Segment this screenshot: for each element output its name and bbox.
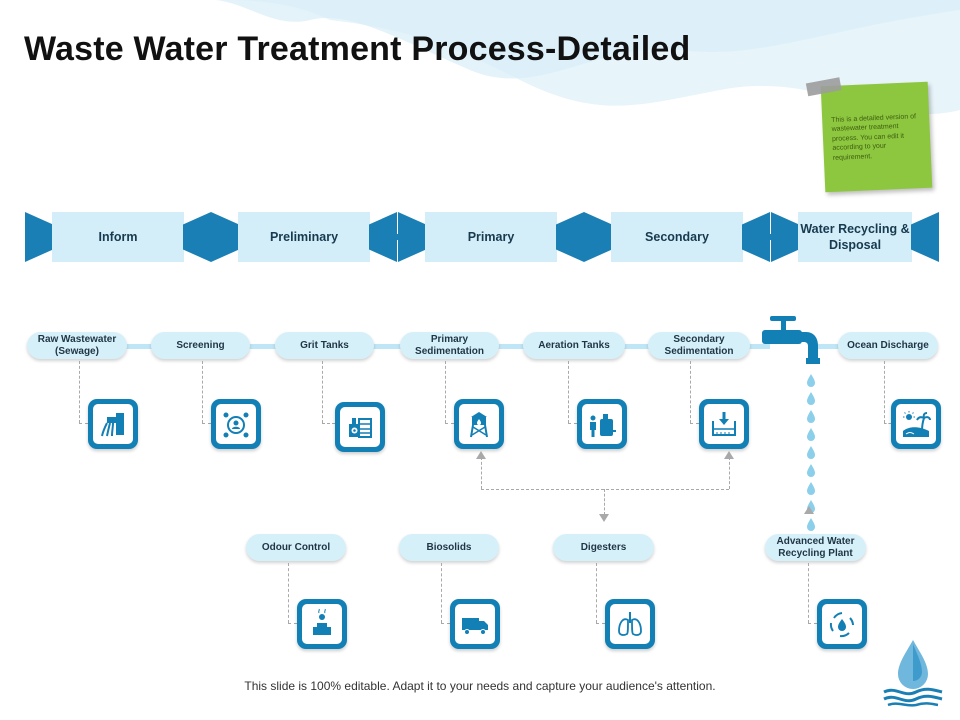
aeration-tank-icon	[577, 399, 627, 449]
step-advanced-water-recycling: Advanced Water Recycling Plant	[765, 534, 866, 561]
stage-label: Primary	[425, 212, 557, 262]
leader-line	[690, 423, 699, 424]
pipeline	[816, 344, 846, 349]
beach-icon	[891, 399, 941, 449]
leader-line	[568, 361, 569, 423]
leader-line	[441, 623, 450, 624]
step-ocean-discharge: Ocean Discharge	[838, 332, 938, 359]
banner-flag	[742, 212, 770, 262]
leader-line	[808, 563, 809, 623]
flow-line	[481, 489, 729, 490]
flow-line	[481, 457, 482, 489]
arrow-up-icon	[804, 506, 814, 514]
step-biosolids: Biosolids	[399, 534, 499, 561]
step-screening: Screening	[151, 332, 250, 359]
arrow-up-icon	[724, 451, 734, 459]
stage-label: Preliminary	[238, 212, 370, 262]
sticky-note-text: This is a detailed version of wastewater…	[831, 113, 917, 162]
step-primary-sedimentation: Primary Sedimentation	[400, 332, 499, 359]
banner-flag	[556, 212, 584, 262]
stage-secondary: Secondary	[584, 212, 770, 262]
step-aeration-tanks: Aeration Tanks	[523, 332, 625, 359]
background-wave	[0, 0, 960, 115]
grit-tank-icon	[335, 402, 385, 452]
banner-flag	[398, 212, 426, 262]
banner-flag	[183, 212, 211, 262]
sewage-outlet-icon	[88, 399, 138, 449]
stage-label: Secondary	[611, 212, 743, 262]
banner-flag	[369, 212, 397, 262]
leader-line	[322, 361, 323, 423]
leader-line	[690, 361, 691, 423]
stage-inform: Inform	[25, 212, 211, 262]
leader-line	[445, 361, 446, 423]
leader-line	[596, 623, 605, 624]
leader-line	[808, 623, 817, 624]
flow-line	[604, 489, 605, 515]
banner-flag	[771, 212, 799, 262]
page-title: Waste Water Treatment Process-Detailed	[24, 30, 691, 68]
water-tower-icon	[454, 399, 504, 449]
faucet-icon	[762, 316, 820, 364]
water-recycle-icon	[817, 599, 867, 649]
flow-line	[729, 457, 730, 489]
leader-line	[322, 423, 335, 424]
banner-flag	[911, 212, 939, 262]
leader-line	[79, 361, 80, 423]
stage-water-recycling: Water Recycling & Disposal	[771, 212, 939, 262]
leader-line	[441, 563, 442, 623]
water-drop-logo	[883, 640, 943, 707]
step-raw-wastewater: Raw Wastewater (Sewage)	[27, 332, 127, 359]
leader-line	[884, 361, 885, 423]
leader-line	[288, 563, 289, 623]
stage-label: Water Recycling & Disposal	[798, 212, 912, 262]
step-odour-control: Odour Control	[246, 534, 346, 561]
leader-line	[79, 423, 88, 424]
leader-line	[288, 623, 297, 624]
footer-text: This slide is 100% editable. Adapt it to…	[244, 679, 716, 693]
step-digesters: Digesters	[553, 534, 654, 561]
screening-people-icon	[211, 399, 261, 449]
sticky-note: This is a detailed version of wastewater…	[805, 77, 933, 193]
stage-primary: Primary	[398, 212, 584, 262]
water-drops	[807, 374, 815, 531]
leader-line	[202, 361, 203, 423]
delivery-truck-icon	[450, 599, 500, 649]
stage-label: Inform	[52, 212, 184, 262]
banner-flag	[25, 212, 53, 262]
banner-flag	[211, 212, 239, 262]
sedimentation-tank-icon	[699, 399, 749, 449]
leader-line	[445, 423, 454, 424]
lungs-icon	[605, 599, 655, 649]
leader-line	[884, 423, 891, 424]
arrow-up-icon	[476, 451, 486, 459]
banner-flag	[584, 212, 612, 262]
arrow-down-icon	[599, 514, 609, 522]
step-grit-tanks: Grit Tanks	[275, 332, 374, 359]
step-secondary-sedimentation: Secondary Sedimentation	[648, 332, 750, 359]
odour-control-icon	[297, 599, 347, 649]
stage-preliminary: Preliminary	[211, 212, 397, 262]
leader-line	[596, 563, 597, 623]
leader-line	[202, 423, 211, 424]
leader-line	[568, 423, 577, 424]
